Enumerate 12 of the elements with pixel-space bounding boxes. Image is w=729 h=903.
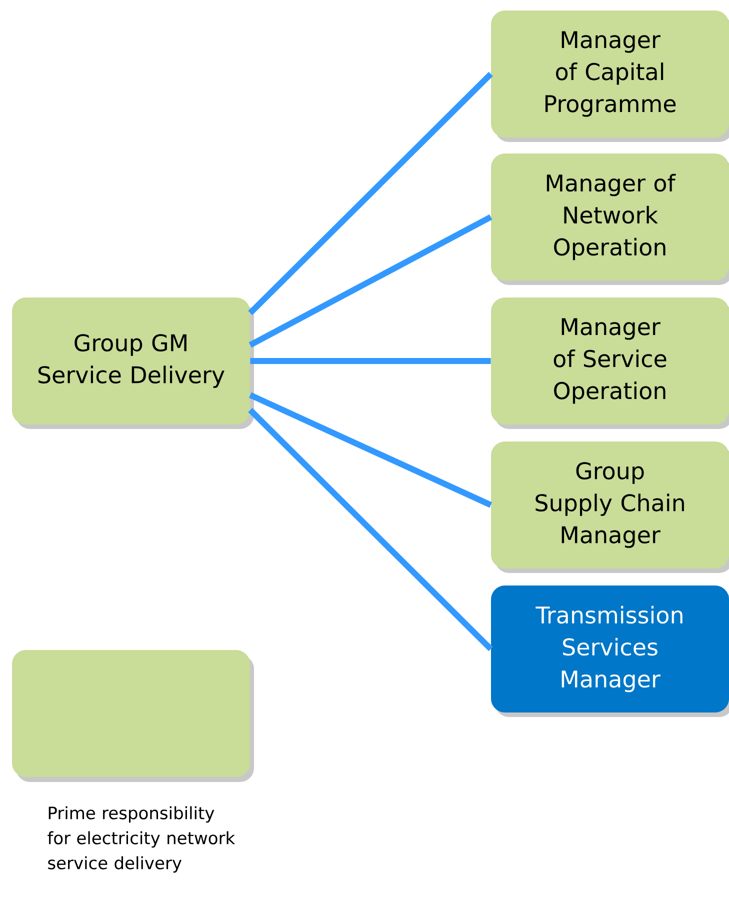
role-box: Group Supply Chain Manager	[491, 442, 729, 573]
role-box: Manager of Service Operation	[491, 298, 729, 429]
role-box: Group GM Service Delivery	[12, 298, 254, 429]
connector-line	[248, 408, 493, 652]
connector-line	[248, 392, 492, 508]
connector-line	[250, 358, 491, 364]
legend-text: Prime responsibility for electricity network service delivery	[48, 806, 236, 873]
role-box: Manager of Network Operation	[491, 154, 729, 285]
connector-line	[248, 72, 493, 316]
role-box: Transmission Services Manager	[491, 586, 729, 717]
role-box: Manager of Capital Programme	[491, 10, 729, 142]
connector-line	[248, 214, 492, 348]
